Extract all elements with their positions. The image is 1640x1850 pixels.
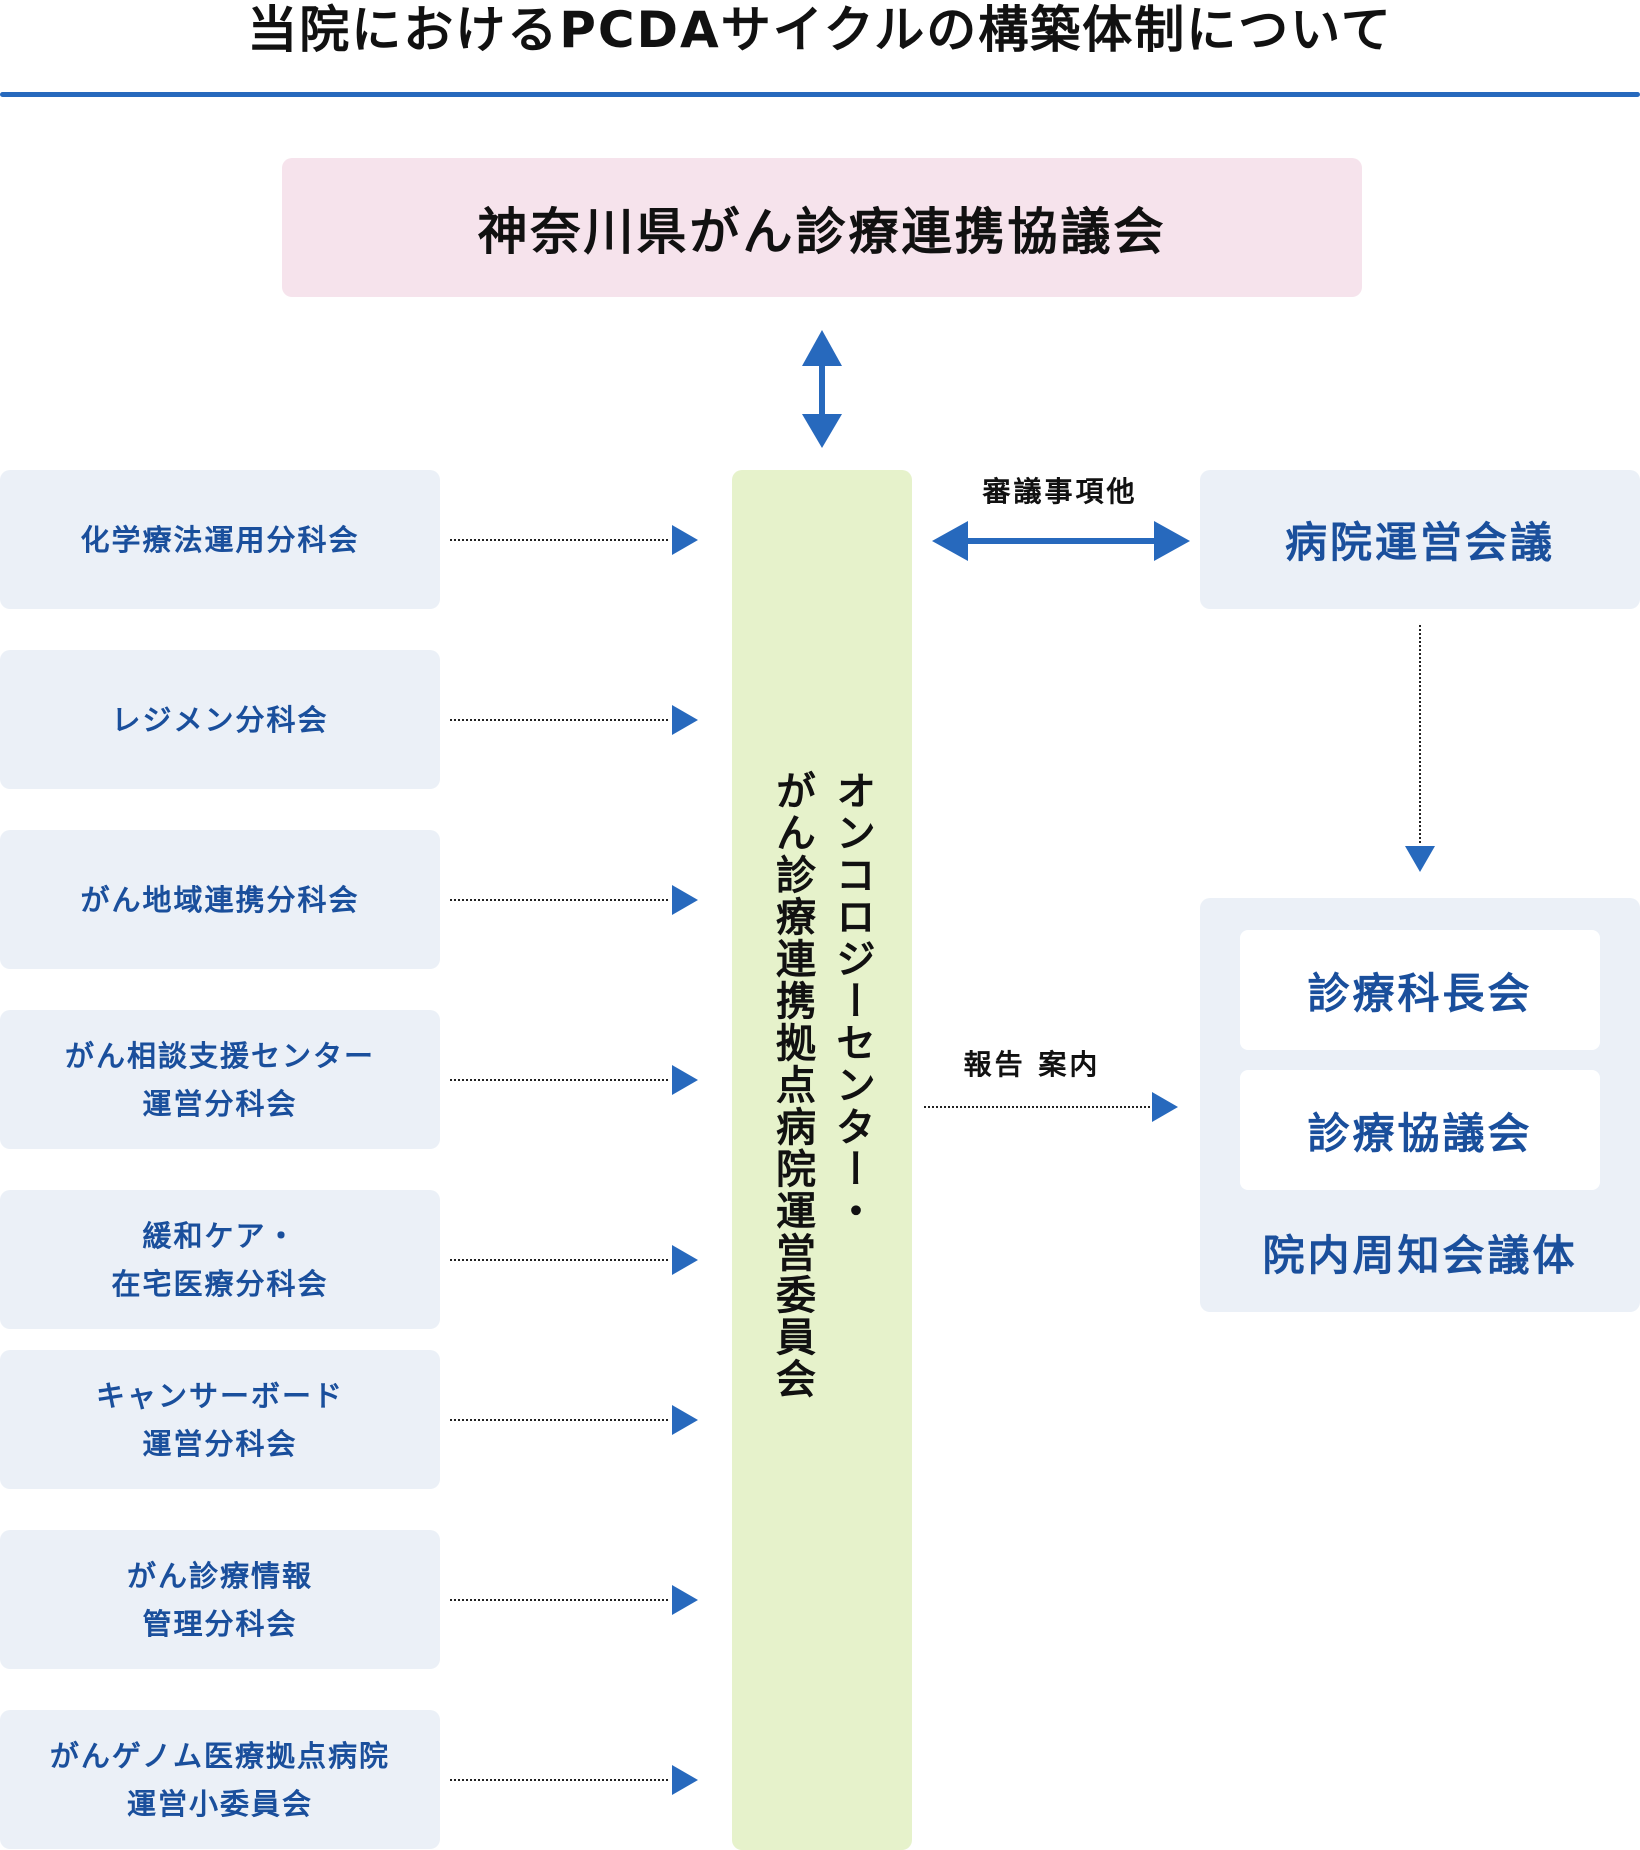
- bidirectional-horizontal-arrow-icon: [932, 521, 1190, 561]
- bidirectional-vertical-arrow-icon: [802, 330, 842, 448]
- subcommittee-dotted-line: [450, 719, 668, 721]
- subcommittee-label: 運営分科会: [142, 1426, 298, 1461]
- subcommittee-dotted-line: [450, 899, 668, 901]
- subcommittee-label: がん地域連携分科会: [80, 882, 360, 917]
- title-divider: [0, 92, 1640, 97]
- subcommittee-box: キャンサーボード運営分科会: [0, 1350, 440, 1489]
- subcommittee-dotted-line: [450, 1599, 668, 1601]
- subcommittee-box: レジメン分科会: [0, 650, 440, 789]
- deliberation-label: 審議事項他: [982, 475, 1138, 508]
- subcommittee-dotted-line: [450, 1259, 668, 1261]
- subcommittee-label: がんゲノム医療拠点病院: [49, 1738, 391, 1773]
- subcommittee-dotted-line: [450, 1419, 668, 1421]
- right-arrow-icon: [672, 1765, 698, 1795]
- report-dotted-line: [924, 1106, 1150, 1108]
- hospital-management-meeting-box: 病院運営会議: [1200, 470, 1640, 609]
- department-heads-meeting-label: 診療科長会: [1307, 968, 1533, 1018]
- subcommittee-dotted-line: [450, 539, 668, 541]
- right-arrow-icon: [672, 525, 698, 555]
- right-arrow-icon: [672, 1245, 698, 1275]
- right-arrow-icon: [672, 705, 698, 735]
- right-arrow-icon: [672, 1585, 698, 1615]
- subcommittee-label: がん診療情報: [126, 1558, 313, 1593]
- page-title: 当院におけるPCDAサイクルの構築体制について: [247, 1, 1393, 59]
- down-dotted-line: [1419, 625, 1421, 843]
- medical-council-box: 診療協議会: [1240, 1070, 1600, 1190]
- subcommittee-dotted-line: [450, 1079, 668, 1081]
- right-arrow-icon: [672, 885, 698, 915]
- down-arrow-icon: [1405, 846, 1435, 872]
- subcommittee-box: がんゲノム医療拠点病院運営小委員会: [0, 1710, 440, 1849]
- subcommittee-box: がん診療情報管理分科会: [0, 1530, 440, 1669]
- center-column-line2: がん診療連携拠点病院運営委員会: [769, 770, 815, 1400]
- oncology-center-committee-box: オンコロジーセンター・ がん診療連携拠点病院運営委員会: [732, 470, 912, 1850]
- subcommittee-dotted-line: [450, 1779, 668, 1781]
- subcommittee-label: がん相談支援センター: [64, 1038, 375, 1073]
- subcommittee-box: 緩和ケア・在宅医療分科会: [0, 1190, 440, 1329]
- subcommittee-label: 運営小委員会: [126, 1786, 313, 1821]
- subcommittee-box: がん相談支援センター運営分科会: [0, 1010, 440, 1149]
- subcommittee-label: 運営分科会: [142, 1086, 298, 1121]
- subcommittee-label: 化学療法運用分科会: [80, 522, 360, 557]
- internal-meeting-group-label: 院内周知会議体: [1262, 1231, 1578, 1280]
- subcommittee-box: 化学療法運用分科会: [0, 470, 440, 609]
- prefecture-council-box: 神奈川県がん診療連携協議会: [282, 158, 1362, 297]
- hospital-management-meeting-label: 病院運営会議: [1284, 518, 1555, 567]
- center-column-line1: オンコロジーセンター・: [829, 770, 875, 1232]
- right-arrow-icon: [672, 1405, 698, 1435]
- right-arrow-icon: [672, 1065, 698, 1095]
- subcommittee-label: 緩和ケア・: [142, 1218, 298, 1253]
- subcommittee-label: レジメン分科会: [111, 702, 329, 737]
- prefecture-council-label: 神奈川県がん診療連携協議会: [477, 202, 1167, 261]
- subcommittee-box: がん地域連携分科会: [0, 830, 440, 969]
- department-heads-meeting-box: 診療科長会: [1240, 930, 1600, 1050]
- right-arrow-icon: [1152, 1092, 1178, 1122]
- report-label: 報告 案内: [963, 1048, 1101, 1081]
- medical-council-label: 診療協議会: [1307, 1108, 1533, 1158]
- subcommittee-label: 管理分科会: [142, 1606, 298, 1641]
- subcommittee-label: 在宅医療分科会: [111, 1266, 329, 1301]
- subcommittee-label: キャンサーボード: [95, 1378, 344, 1413]
